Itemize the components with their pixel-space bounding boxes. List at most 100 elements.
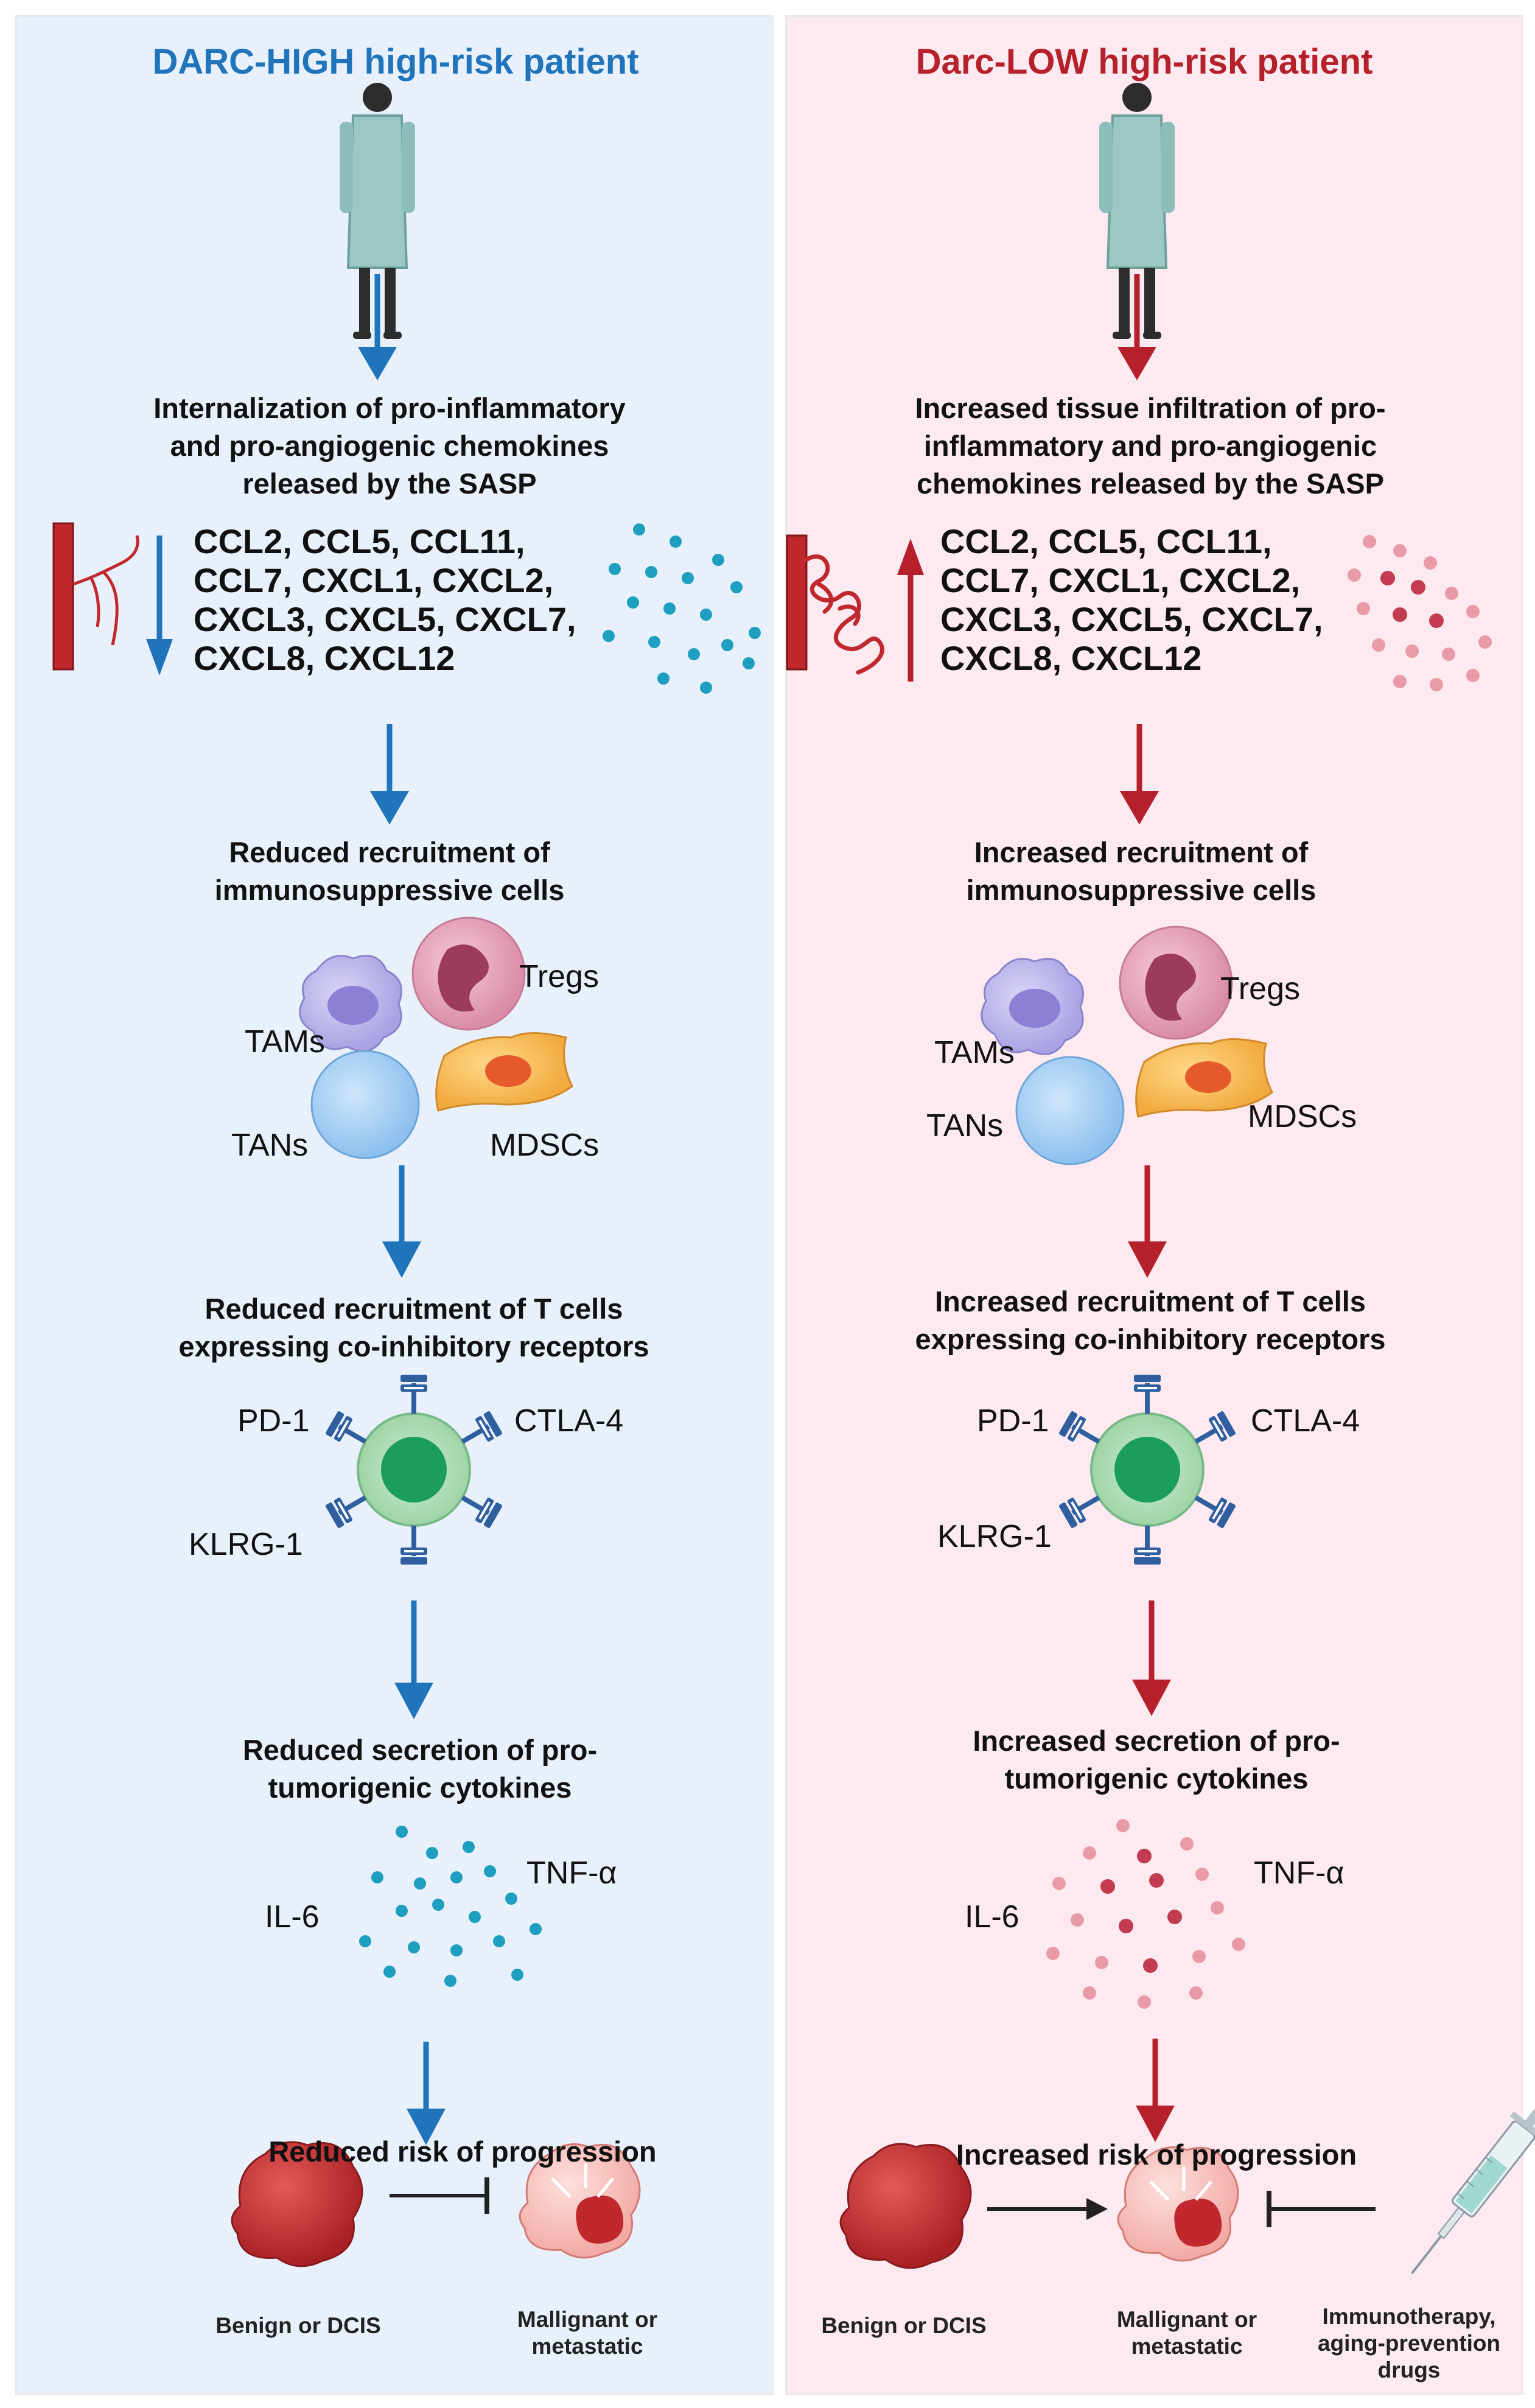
molecule-dot [1100, 1879, 1115, 1894]
molecule-dot [1167, 1910, 1182, 1924]
ctla4-label: CTLA-4 [1251, 1403, 1360, 1439]
left-benign-label: Benign or DCIS [215, 2313, 381, 2338]
t-cell-receptors-icon-left [325, 1375, 503, 1565]
molecule-dot [1393, 607, 1407, 622]
molecule-dot [1189, 1986, 1203, 2000]
molecule-dot [1195, 1868, 1209, 1881]
molecule-dot [396, 1826, 408, 1838]
patient-icon-right [1099, 83, 1175, 339]
receptor-icon [461, 1495, 503, 1528]
molecule-dot [749, 627, 761, 639]
molecule-dot [663, 602, 676, 615]
molecule-dot [426, 1847, 438, 1859]
cytokine-dots-right [1046, 1819, 1245, 2009]
down-arrow-icon [407, 2042, 446, 2145]
molecule-dot [700, 609, 712, 621]
right-step5-text: Increased risk of progression [956, 2138, 1357, 2171]
mdsc-cell-icon [435, 1032, 573, 1112]
klrg1-label: KLRG-1 [189, 1527, 303, 1562]
immune-cells-left [299, 916, 573, 1159]
molecule-dot [1192, 1950, 1206, 1963]
receptor-icon [1134, 1526, 1161, 1565]
pd1-label: PD-1 [977, 1403, 1049, 1439]
tams-label: TAMs [245, 1024, 325, 1059]
tan-cell-icon [1015, 1056, 1125, 1165]
molecule-dot [670, 536, 682, 548]
molecule-dot [1411, 580, 1425, 595]
molecule-dot [1478, 635, 1492, 649]
tregs-label: Tregs [1220, 971, 1300, 1007]
molecule-dot [609, 563, 621, 575]
molecule-dot [688, 648, 700, 660]
molecule-dot [444, 1975, 456, 1987]
molecule-dot [1380, 571, 1395, 585]
molecule-dot [408, 1941, 420, 1953]
il6-label: IL-6 [265, 1899, 320, 1935]
molecule-dot [657, 672, 670, 685]
il6-label: IL-6 [965, 1899, 1019, 1935]
molecule-dot [648, 636, 660, 648]
molecule-dot [1405, 644, 1419, 658]
molecule-dot [1424, 556, 1437, 570]
t-cell-receptors-icon-right [1058, 1375, 1236, 1565]
molecule-dot [1180, 1837, 1194, 1851]
receptor-icon [400, 1526, 427, 1565]
right-benign-label: Benign or DCIS [821, 2313, 987, 2338]
malignant-tumor-icon-right [1117, 2146, 1239, 2262]
malignant-tumor-icon-left [519, 2143, 641, 2259]
molecule-dot [1232, 1938, 1245, 1951]
benign-tumor-icon-right [839, 2143, 972, 2269]
left-chemokine-list: CCL2, CCL5, CCL11, CCL7, CXCL1, CXCL2, C… [194, 522, 576, 677]
molecule-dot [1046, 1947, 1060, 1960]
darc-high-panel [15, 15, 774, 2395]
molecule-dot [469, 1911, 481, 1923]
immune-cells-right [981, 926, 1273, 1165]
klrg1-label: KLRG-1 [937, 1519, 1052, 1554]
left-malignant-label: Mallignant or metastatic [517, 2307, 658, 2359]
right-step4-text: Increased secretion of pro- tumorigenic … [973, 1725, 1340, 1795]
tans-label: TANs [231, 1128, 309, 1163]
molecule-dot [463, 1841, 475, 1853]
tan-cell-icon [310, 1050, 420, 1159]
receptor-icon [461, 1411, 503, 1444]
molecule-dot [530, 1923, 542, 1935]
molecule-dot [1357, 602, 1370, 615]
mdscs-label: MDSCs [1248, 1099, 1357, 1134]
inhibition-line-icon [390, 2177, 489, 2214]
molecule-dot [1052, 1877, 1066, 1890]
left-step1-text: Internalization of pro-inflammatory and … [153, 392, 626, 500]
tams-label: TAMs [934, 1035, 1015, 1070]
molecule-dot [1116, 1819, 1130, 1832]
receptor-icon [1194, 1495, 1236, 1528]
ctla4-label: CTLA-4 [514, 1403, 624, 1439]
benign-tumor-icon-left [231, 2141, 363, 2267]
down-arrow-icon [1120, 724, 1159, 825]
molecule-dot [603, 630, 615, 642]
molecule-dot [743, 657, 755, 669]
molecule-dot [1393, 544, 1407, 557]
treg-cell-icon [411, 916, 526, 1031]
molecule-dot [359, 1935, 371, 1947]
treg-cell-icon [1119, 926, 1233, 1040]
molecule-dot [450, 1944, 463, 1956]
mdsc-cell-icon [1135, 1038, 1273, 1118]
molecule-dot [371, 1871, 383, 1883]
tam-cell-icon [299, 955, 402, 1052]
mdscs-label: MDSCs [490, 1128, 600, 1163]
receptor-icon [400, 1375, 427, 1414]
left-panel-title: DARC-HIGH high-risk patient [152, 42, 639, 82]
tortuous-vessel-icon-right [786, 534, 884, 675]
molecule-dot [627, 596, 639, 609]
molecule-dot [432, 1899, 444, 1911]
molecule-dot [730, 581, 743, 593]
right-step3-text: Increased recruitment of T cells express… [915, 1285, 1386, 1355]
molecule-dot [1442, 647, 1455, 661]
receptor-icon [1058, 1411, 1100, 1444]
right-panel-title: Darc-LOW high-risk patient [915, 42, 1373, 82]
cytokine-dots-left [359, 1826, 542, 1987]
molecule-dot [493, 1935, 505, 1947]
down-arrow-icon [146, 536, 173, 675]
molecule-dot [645, 566, 657, 578]
molecule-dot [383, 1966, 396, 1978]
